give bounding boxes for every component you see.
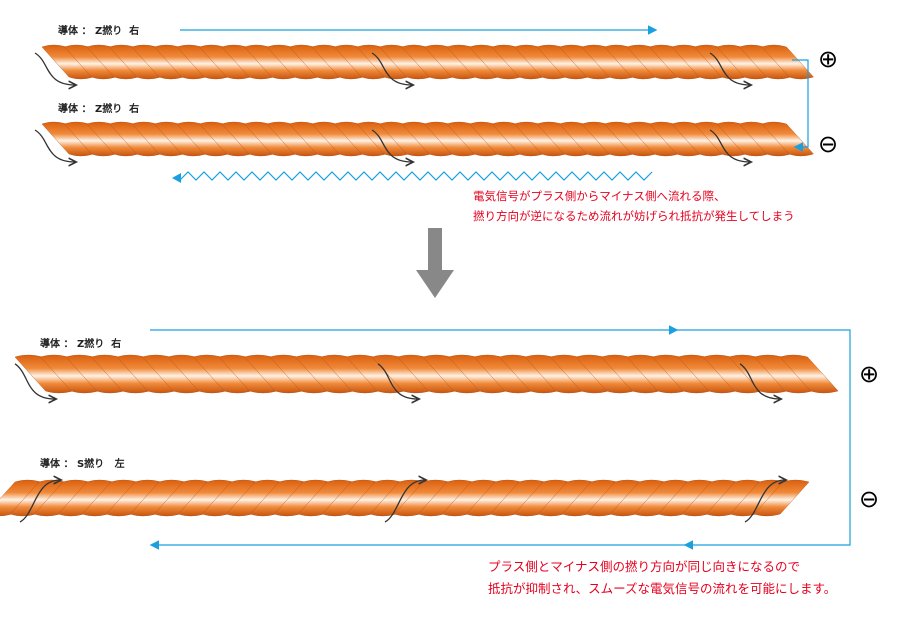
twist-direction-arrow-icon <box>744 480 785 523</box>
minus-terminal-icon: ⊖ <box>859 485 880 513</box>
rope-strand <box>779 354 839 394</box>
twist-direction-arrow-icon <box>377 363 418 399</box>
twist-direction-arrow-icon <box>371 129 412 162</box>
transition-arrow-icon <box>416 228 454 298</box>
plus-terminal-icon: ⊕ <box>859 360 880 388</box>
zigzag-arrowhead <box>172 173 181 183</box>
rope-strand <box>753 479 810 517</box>
problem-note-line: 撚り方向が逆になるため流れが妨げられ抵抗が発生してしまう <box>473 209 795 223</box>
conductor-label-after-plus: 導体 ： Z撚り 右 <box>40 339 122 350</box>
twist-direction-arrow-icon <box>34 129 75 162</box>
minus-terminal-icon: ⊖ <box>818 130 839 158</box>
twist-direction-arrow-icon <box>384 480 425 523</box>
solution-note-line: 抵抗が抑制され、スムーズな電気信号の流れを可能にします。 <box>488 581 837 596</box>
twist-direction-arrow-icon <box>709 52 750 85</box>
twist-direction-arrow-icon <box>709 129 750 162</box>
resistance-zigzag <box>179 171 653 181</box>
conductor-label-before-minus: 導体 ： Z撚り 右 <box>58 104 140 115</box>
problem-note-line: 電気信号がプラス側からマイナス側へ流れる際、 <box>473 189 726 203</box>
rope-after-minus <box>0 479 810 523</box>
flow-connector-bottom <box>676 329 851 550</box>
twist-direction-arrow-icon <box>19 480 60 523</box>
twist-direction-arrow-icon <box>14 363 55 399</box>
solution-note: プラス側とマイナス側の撚り方向が同じ向きになるので 抵抗が抑制され、スムーズな電… <box>488 556 836 600</box>
rope-strand <box>761 44 814 80</box>
flow-connector-top <box>792 59 809 152</box>
rope-before-minus <box>34 121 814 162</box>
twist-direction-arrow-icon <box>739 363 780 399</box>
conductor-label-after-minus: 導体 ： S撚り 左 <box>40 459 125 470</box>
twist-direction-arrow-icon <box>371 52 412 85</box>
solution-note-line: プラス側とマイナス側の撚り方向が同じ向きになるので <box>488 559 801 574</box>
rope-before-plus <box>34 44 814 85</box>
twist-direction-arrow-icon <box>34 52 75 85</box>
plus-terminal-icon: ⊕ <box>818 45 839 73</box>
problem-note: 電気信号がプラス側からマイナス側へ流れる際、 撚り方向が逆になるため流れが妨げら… <box>473 186 795 226</box>
conductor-label-before-plus: 導体 ： Z撚り 右 <box>58 26 140 37</box>
rope-after-plus <box>14 354 839 399</box>
